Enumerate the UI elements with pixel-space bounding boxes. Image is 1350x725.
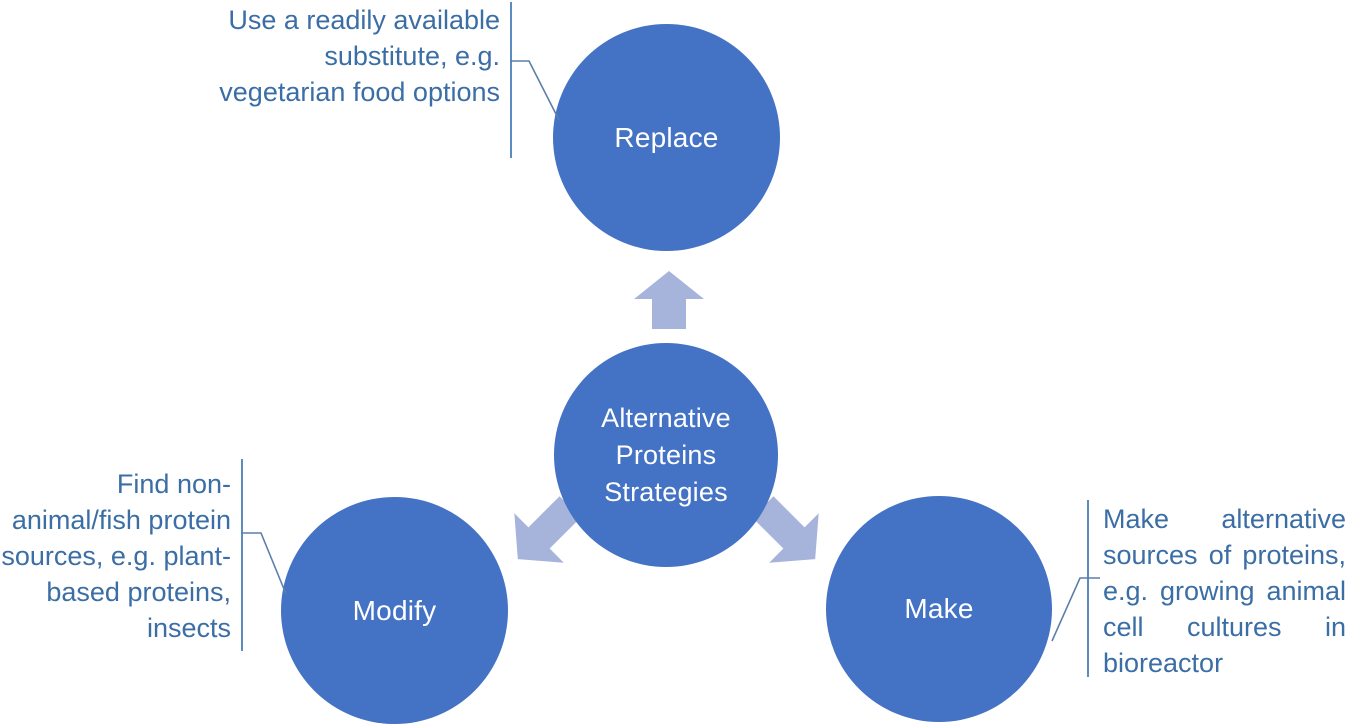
center-label-line-3: Strategies xyxy=(604,476,728,507)
node-circle-center[interactable]: Alternative Proteins Strategies xyxy=(554,343,778,567)
leader-bar-make xyxy=(1087,500,1089,677)
callout-text-make: Make alternative sources of proteins, e.… xyxy=(1103,504,1346,678)
leader-line-modify xyxy=(241,532,287,595)
arrow-up-icon xyxy=(634,271,704,329)
center-label-line-1: Alternative xyxy=(601,402,731,433)
callout-text-modify: Find non-animal/fish protein sources, e.… xyxy=(1,469,231,643)
node-label-make: Make xyxy=(904,593,974,624)
node-circle-make[interactable]: Make xyxy=(826,496,1052,722)
node-circle-modify[interactable]: Modify xyxy=(281,497,508,724)
arrow-down-left-icon xyxy=(514,496,581,563)
node-circle-replace[interactable]: Replace xyxy=(553,24,780,251)
node-label-replace: Replace xyxy=(614,121,719,153)
node-label-center: Alternative Proteins Strategies xyxy=(601,400,731,511)
center-label-line-2: Proteins xyxy=(615,439,717,470)
leader-line-make xyxy=(1051,577,1100,642)
node-label-modify: Modify xyxy=(352,594,437,626)
leader-bar-modify xyxy=(241,459,243,651)
arrow-down-right-icon xyxy=(752,496,819,563)
callout-text-replace: Use a readily available substitute, e.g.… xyxy=(219,5,500,107)
leader-line-replace xyxy=(510,60,560,121)
leader-bar-replace xyxy=(510,2,512,158)
